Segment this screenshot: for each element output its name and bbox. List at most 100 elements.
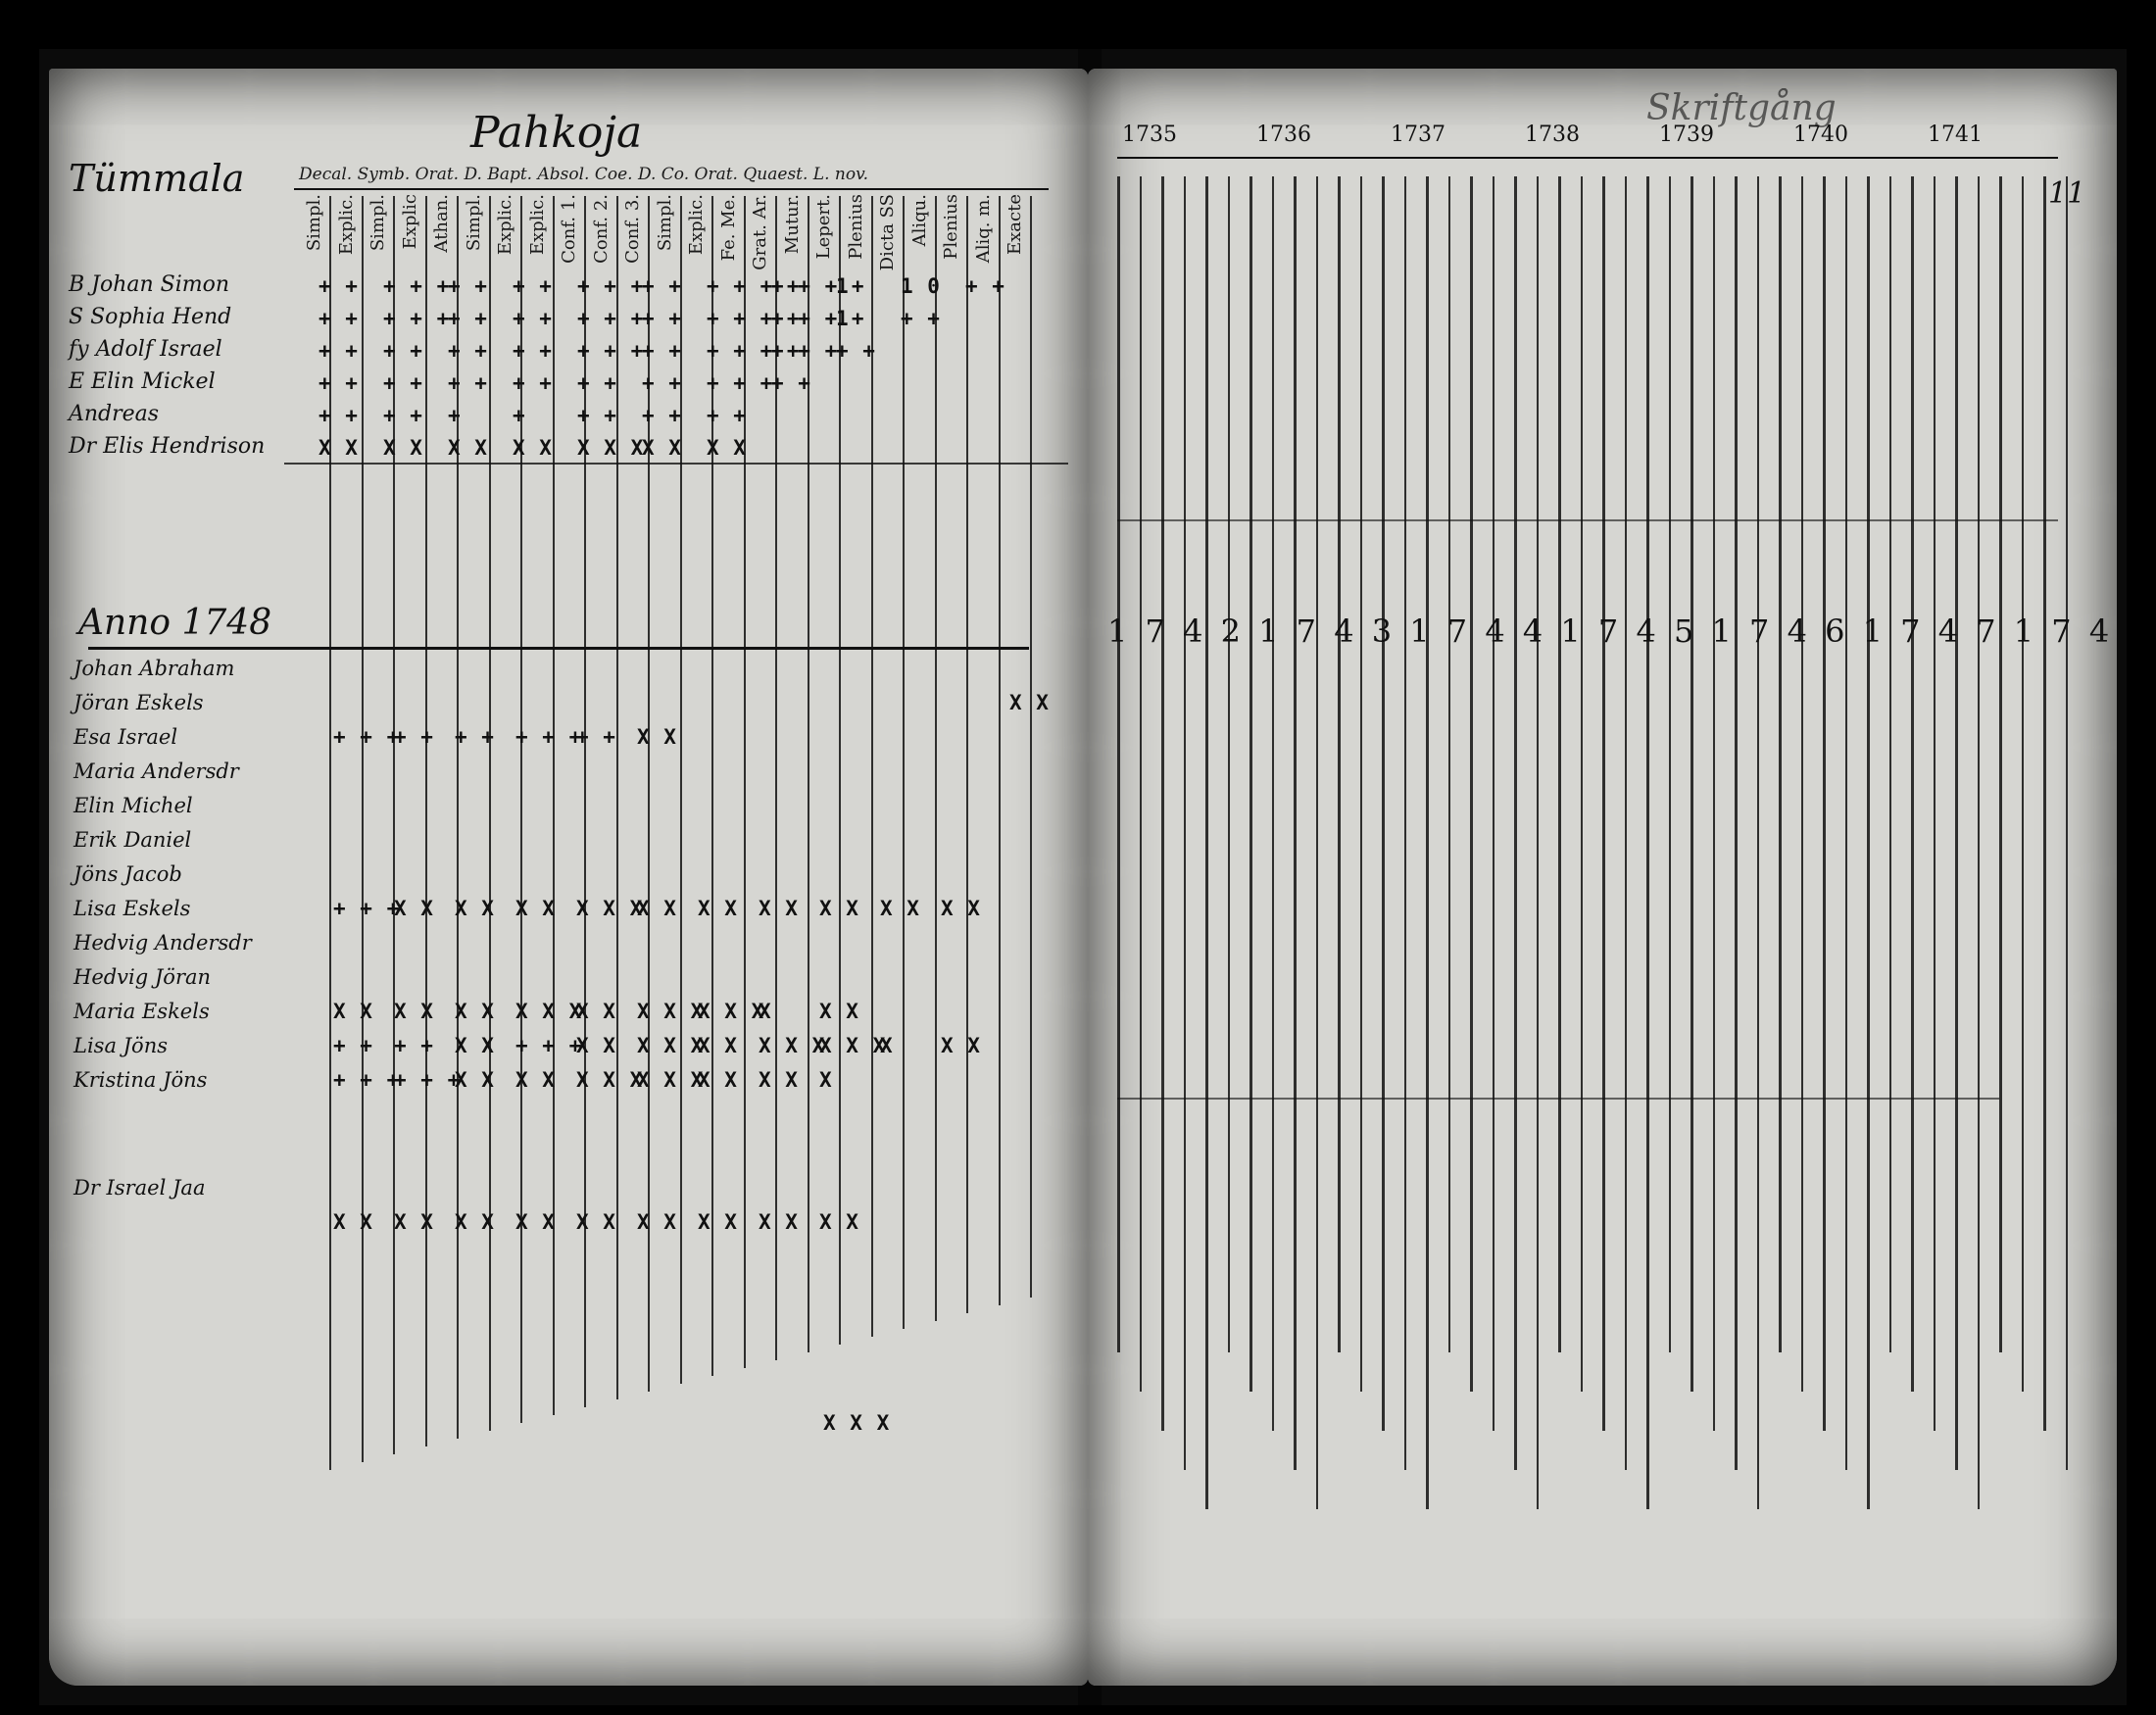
mark-cell: + + + (333, 1068, 401, 1092)
parish-title: Pahkoja (470, 108, 643, 158)
column-header: Aliqu. (908, 194, 930, 247)
mark-cell: X X (333, 1000, 373, 1023)
column-rule (1161, 176, 1164, 1431)
mark-cell: + + + (771, 339, 839, 363)
column-rule (520, 196, 522, 1423)
mark-cell: + + (513, 339, 553, 363)
person-name: B Johan Simon (69, 272, 230, 297)
column-header: Simpl. (654, 194, 675, 252)
mark-cell: + (513, 404, 526, 427)
column-rule (711, 196, 713, 1376)
mark-cell: + + (318, 274, 359, 298)
column-rule (998, 196, 1001, 1305)
column-rule (2065, 176, 2068, 1470)
left-page: Pahkoja Tümmala Decal. Symb. Orat. D. Ba… (49, 69, 1088, 1686)
column-header: Conf. 2. (590, 194, 612, 264)
mark-cell: X X X (576, 1068, 644, 1092)
mark-cell: + + (642, 307, 682, 330)
person-name: Andreas (69, 402, 160, 426)
mark-cell: X X X (819, 1034, 887, 1057)
column-rule (1359, 176, 1362, 1392)
column-header: Grat. Ar. (750, 194, 770, 270)
mark-cell: + + (836, 339, 876, 363)
year-label: 1739 (1659, 122, 1714, 147)
column-rule (648, 196, 650, 1392)
mark-cell: + + + + (771, 307, 865, 330)
mark-cell: + + (513, 307, 553, 330)
mark-cell: X X (698, 1068, 738, 1092)
column-rule (1888, 176, 1891, 1352)
right-heading: Skriftgång (1646, 88, 1837, 128)
column-rule (1338, 176, 1341, 1352)
mark-cell: X X (637, 1210, 677, 1234)
person-name: S Sophia Hend (69, 305, 232, 329)
column-rule (361, 196, 364, 1462)
person-name: Jöran Eskels (74, 691, 204, 714)
mark-cell: X X (394, 897, 434, 920)
column-rule (775, 196, 777, 1360)
mark-cell: X X (333, 1210, 373, 1234)
mark-cell: X X (576, 1210, 616, 1234)
person-name: Lisa Jöns (74, 1034, 168, 1057)
row-rule (1117, 1098, 1999, 1100)
column-header: Athan. (431, 194, 452, 253)
mark-cell: + + + (394, 1068, 462, 1092)
mark-cell: + + + (577, 339, 645, 363)
mark-cell: X X (819, 1000, 859, 1023)
mark-cell: X X X (515, 1000, 583, 1023)
row-rule (1117, 519, 2058, 521)
column-rule (552, 196, 555, 1415)
column-rule (1139, 176, 1142, 1392)
mark-cell: X X X (759, 1034, 826, 1057)
column-rule (1250, 176, 1252, 1392)
mark-cell: + + + + (771, 274, 865, 298)
person-name: Hedvig Andersdr (74, 931, 252, 955)
mark-cell: X X X (698, 1000, 765, 1023)
mark-cell: X X (513, 436, 553, 460)
column-rule (393, 196, 395, 1454)
column-rule (1382, 176, 1385, 1431)
mark-cell: + + (513, 274, 553, 298)
mark-cell: + + (455, 725, 495, 749)
mark-cell: X X (318, 436, 359, 460)
mark-cell: + + + (577, 274, 645, 298)
column-rule (1403, 176, 1406, 1470)
section-year: Anno 1748 (78, 603, 272, 643)
mark-cell: X X X (637, 1068, 705, 1092)
mark-cell: X X X (637, 1000, 705, 1023)
column-header: Simpl. (304, 194, 324, 252)
row-rule (284, 463, 1068, 465)
mark-cell: X X X (637, 1034, 705, 1057)
mark-cell: X X (455, 1210, 495, 1234)
mark-cell: + + (577, 371, 617, 395)
stray-mark: X X X (823, 1411, 891, 1435)
mark-cell: X X X (577, 436, 645, 460)
column-rule (1933, 176, 1936, 1431)
mark-cell: + + (333, 1034, 373, 1057)
column-rule (1205, 176, 1208, 1509)
column-header: Explic. (526, 194, 548, 256)
column-rule (1117, 176, 1120, 1352)
mark-cell: X X (394, 1210, 434, 1234)
column-rule (1227, 176, 1230, 1352)
column-header: Explic. (335, 194, 357, 256)
mark-cell: + + (318, 307, 359, 330)
column-rule (424, 196, 427, 1446)
mark-cell: X (819, 1068, 833, 1092)
mark-cell: + + + (333, 725, 401, 749)
year-label: 1737 (1391, 122, 1446, 147)
mark-cell: + + (577, 404, 617, 427)
column-rule (1646, 176, 1649, 1509)
mark-cell: + + (642, 404, 682, 427)
mark-cell: X X (819, 897, 859, 920)
column-rule (1624, 176, 1627, 1470)
open-register-book: Pahkoja Tümmala Decal. Symb. Orat. D. Ba… (39, 49, 2127, 1705)
person-name: Hedvig Jöran (74, 965, 212, 989)
mark-cell: + + (448, 274, 488, 298)
column-header: Simpl. (463, 194, 484, 252)
year-label: 1741 (1928, 122, 1983, 147)
mark-cell: X X (880, 897, 920, 920)
mark-cell: X X (394, 1000, 434, 1023)
column-header: Conf. 1. (559, 194, 579, 264)
mark-cell: X X (383, 436, 423, 460)
